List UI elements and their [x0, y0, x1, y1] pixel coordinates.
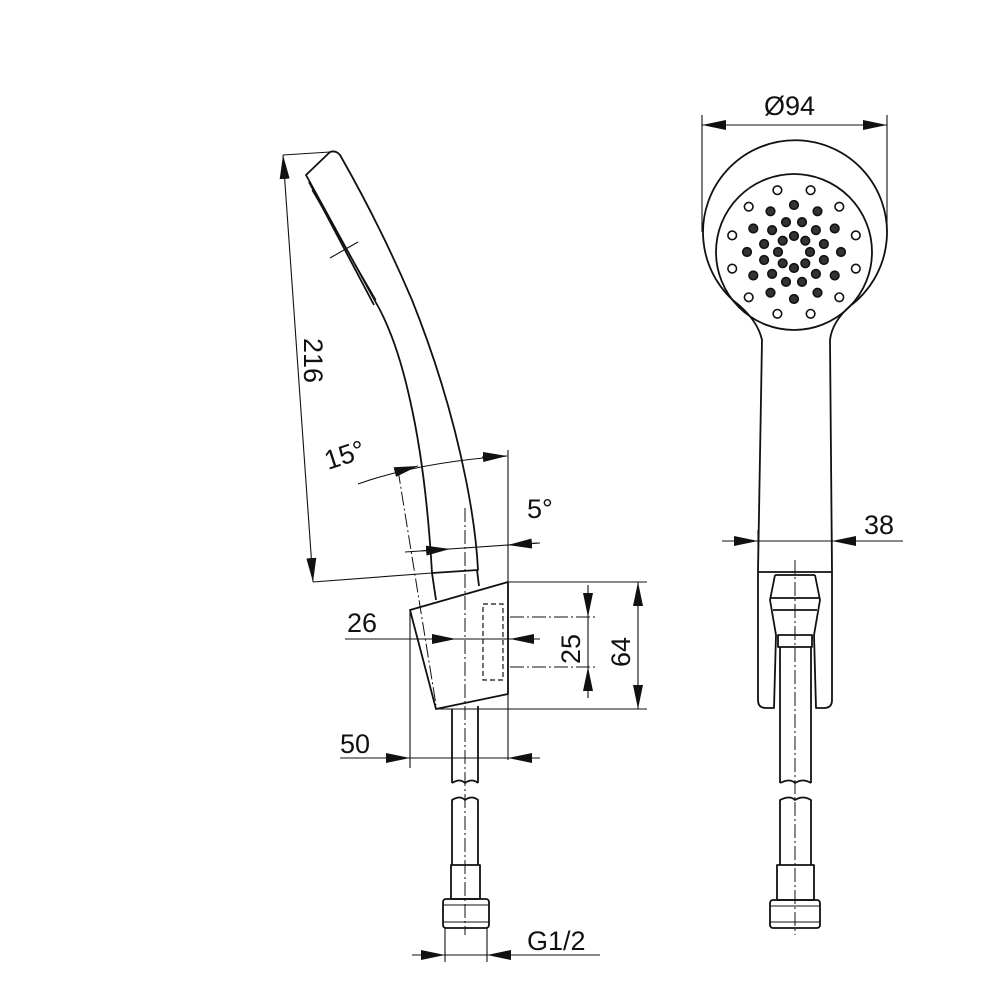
- nozzle-hole: [748, 223, 759, 234]
- nozzle-hole: [743, 292, 754, 303]
- nozzle-hole: [834, 201, 845, 212]
- nozzle-hole: [810, 225, 822, 236]
- nozzle-hole: [727, 263, 738, 274]
- nozzle-hole: [777, 258, 788, 269]
- front-view: [702, 139, 888, 935]
- nozzle-hole: [748, 270, 759, 281]
- nozzle-hole: [834, 292, 845, 303]
- nozzle-hole: [788, 199, 800, 211]
- nozzle-hole: [829, 223, 840, 234]
- nozzle-hole: [780, 276, 792, 288]
- dimension-label: 50: [340, 729, 370, 759]
- handle-outline: [305, 150, 479, 574]
- dimension-label: 64: [606, 637, 636, 667]
- handle-stub: [431, 569, 480, 601]
- nozzle-hole: [805, 185, 816, 196]
- nozzle-hole: [850, 230, 861, 241]
- nozzle-hole: [758, 238, 770, 250]
- dimension-label: 26: [347, 608, 377, 638]
- nozzle-hole: [800, 235, 811, 246]
- nozzle-hole: [772, 246, 784, 258]
- dimension-64: 64: [436, 581, 647, 710]
- nozzle-hole: [818, 254, 830, 266]
- dimension-label: 15°: [321, 435, 369, 476]
- nozzle-hole: [788, 293, 800, 305]
- nozzle-hole: [804, 246, 816, 258]
- nozzle-hole: [758, 254, 770, 266]
- dimension-94: Ø94: [701, 91, 888, 232]
- nozzle-hole: [788, 230, 800, 242]
- nozzle-hole: [796, 276, 808, 288]
- holder-slot: [482, 603, 504, 681]
- nozzle-hole: [772, 185, 783, 196]
- nozzle-hole: [772, 308, 783, 319]
- nozzle-hole: [765, 206, 776, 217]
- nozzle-hole: [805, 308, 816, 319]
- nozzle-hole: [800, 258, 811, 269]
- holder-body: [409, 581, 509, 710]
- nozzle-hole: [777, 235, 788, 246]
- dimension-g12: G1/2: [412, 926, 600, 962]
- dimension-label: 5°: [527, 494, 553, 524]
- dimension-26: 26: [345, 608, 540, 644]
- nozzle-hole: [741, 246, 753, 258]
- nozzle-hole: [835, 246, 847, 258]
- hose-nut: [442, 898, 490, 929]
- nozzle-hole: [765, 287, 776, 298]
- dimension-label: 38: [864, 510, 894, 540]
- dimension-15-deg: 15°: [321, 435, 509, 760]
- dimension-38: 38: [722, 510, 903, 572]
- dimension-label: G1/2: [527, 926, 586, 956]
- hose-lower: [779, 796, 812, 865]
- dimension-5-deg: 5°: [404, 494, 553, 556]
- spray-nozzles: [727, 185, 861, 319]
- nozzle-hole: [788, 262, 800, 274]
- nozzle-hole: [818, 238, 830, 250]
- dimension-25: 25: [510, 585, 597, 698]
- nozzle-hole: [850, 263, 861, 274]
- dimension-label: 216: [298, 338, 328, 383]
- dimension-label: Ø94: [764, 91, 815, 121]
- nozzle-hole: [743, 201, 754, 212]
- holder-clip: [757, 572, 833, 709]
- dimension-50: 50: [340, 612, 540, 768]
- side-view: [305, 150, 509, 935]
- nozzle-hole: [727, 230, 738, 241]
- dimension-label: 25: [556, 634, 586, 664]
- dimension-216: 216: [279, 151, 433, 583]
- nozzle-hole: [780, 217, 792, 228]
- nozzle-hole: [812, 206, 823, 217]
- nozzle-hole: [812, 287, 823, 298]
- spray-nozzles: [311, 189, 377, 301]
- nozzle-hole: [829, 270, 840, 281]
- nozzle-hole: [796, 217, 808, 228]
- nozzle-hole: [766, 268, 778, 280]
- spray-plate: [715, 173, 873, 331]
- nozzle-hole: [810, 268, 822, 280]
- nozzle-hole: [766, 225, 778, 236]
